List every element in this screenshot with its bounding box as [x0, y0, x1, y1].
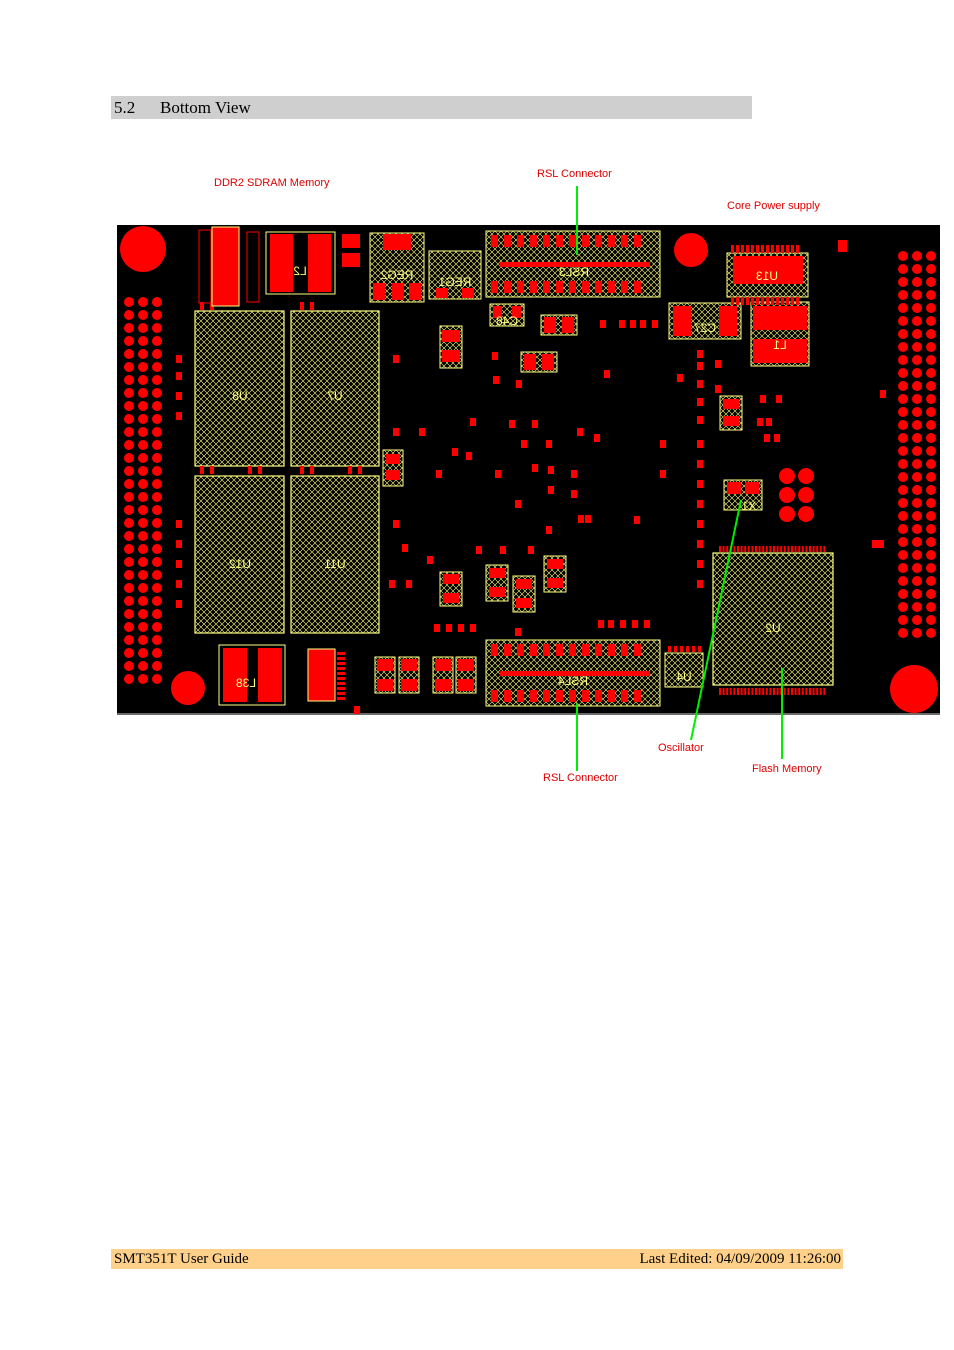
rsl3-connector [485, 230, 661, 298]
callout-flash-memory: Flash Memory [752, 763, 822, 775]
callout-rsl-connector-bottom: RSL Connector [543, 772, 618, 784]
callout-oscillator: Oscillator [658, 742, 704, 754]
page-footer: SMT351T User Guide Last Edited: 04/09/20… [111, 1249, 843, 1269]
scatter-passive-pads [176, 320, 886, 714]
mounting-holes [120, 226, 938, 713]
designator-u11: U11 [324, 557, 345, 571]
rsl4-connector [485, 639, 661, 707]
designator-c48: C48 [496, 314, 518, 328]
designator-reg2: REG2 [380, 268, 413, 282]
designator-rsl4: RSL4 [558, 674, 588, 688]
small-passive-components [374, 303, 578, 694]
leader-oscillator [690, 499, 742, 741]
right-edge-connector-pads [898, 251, 936, 638]
silkscreen-designators: U8 U7 U12 U11 L2 REG2 REG1 RSL3 C48 C27 … [229, 264, 787, 690]
section-number: 5.2 [114, 98, 136, 117]
core-power-supply-components [668, 240, 847, 367]
designator-u8: U8 [232, 389, 248, 403]
designator-x1: X1 [741, 499, 756, 513]
designator-u4: U4 [676, 670, 692, 684]
designator-rsl3: RSL3 [559, 265, 589, 279]
designator-u2: U2 [765, 621, 781, 635]
section-heading: 5.2 Bottom View [111, 96, 752, 119]
section-title: Bottom View [160, 98, 251, 117]
flash-memory-u2 [712, 546, 834, 695]
test-point-pads [779, 468, 814, 522]
designator-l38: L38 [236, 676, 256, 690]
callout-leader-lines [576, 186, 783, 771]
u4-component [664, 646, 704, 688]
l38-inductor [218, 644, 345, 706]
callout-core-power-supply: Core Power supply [727, 200, 820, 212]
callout-ddr2-sdram: DDR2 SDRAM Memory [214, 177, 330, 189]
callout-rsl-connector-top: RSL Connector [537, 168, 612, 180]
footer-document-title: SMT351T User Guide [114, 1251, 249, 1267]
designator-u13: U13 [756, 269, 778, 283]
designator-reg1: REG1 [438, 275, 471, 289]
left-edge-connector-pads [124, 297, 162, 684]
top-left-components [198, 226, 482, 307]
ddr2-memory-chips [194, 302, 380, 634]
designator-l1: L1 [773, 338, 787, 352]
designator-l2: L2 [293, 264, 307, 278]
designator-u7: U7 [327, 389, 343, 403]
designator-u12: U12 [229, 557, 251, 571]
footer-last-edited: Last Edited: 04/09/2009 11:26:00 [639, 1251, 841, 1267]
designator-c27: C27 [694, 321, 716, 335]
oscillator-x1 [719, 395, 763, 511]
